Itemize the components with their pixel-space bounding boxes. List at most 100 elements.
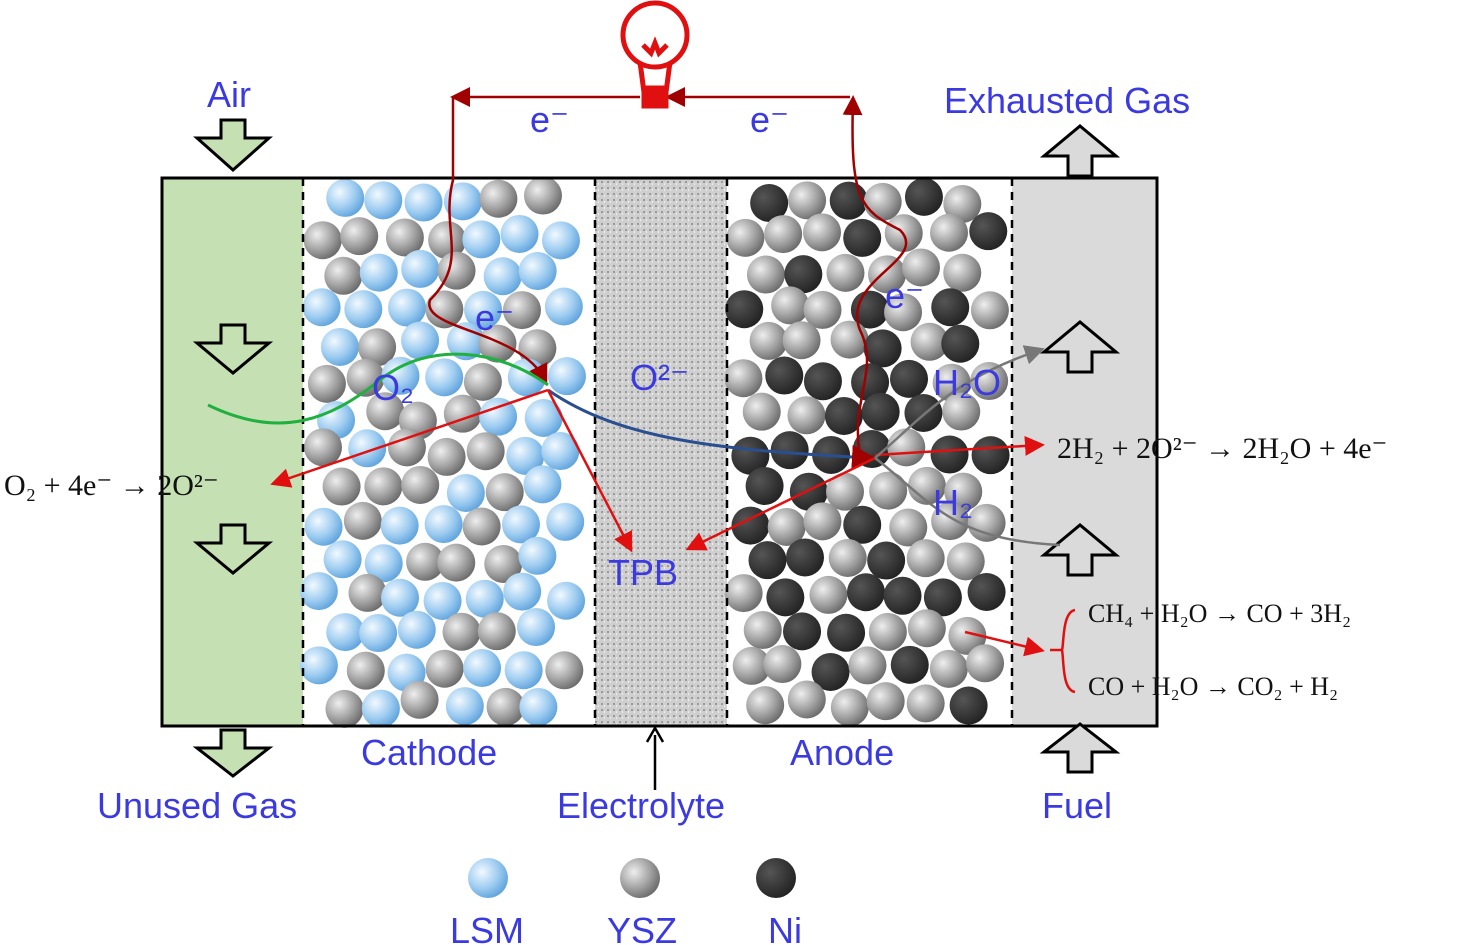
ni-particle xyxy=(827,613,866,652)
ysz-particle xyxy=(366,392,405,431)
flow-arrows xyxy=(192,118,1121,778)
electron-label-left: e⁻ xyxy=(530,99,569,140)
air-flow-arrow xyxy=(192,323,274,375)
external-circuit xyxy=(428,87,908,456)
ysz-particle xyxy=(427,437,466,476)
ni-particle xyxy=(785,538,824,577)
ysz-particle xyxy=(869,471,908,510)
ni-particle xyxy=(725,290,764,329)
ysz-particle xyxy=(303,428,342,467)
ni-particle xyxy=(783,612,822,651)
ysz-particle xyxy=(346,651,385,690)
ysz-particle xyxy=(966,644,1005,683)
ysz-particle xyxy=(462,507,501,546)
ysz-particle xyxy=(826,253,865,292)
ysz-particle xyxy=(742,392,781,431)
fuel-label: Fuel xyxy=(1042,785,1112,826)
ysz-particle xyxy=(803,213,842,252)
lsm-particle xyxy=(361,689,400,728)
water-gas-shift-reaction: CO + H₂O → CO₂ + H₂ xyxy=(1088,672,1338,701)
lsm-particle xyxy=(465,579,504,618)
lsm-particle xyxy=(518,252,557,291)
ysz-particle xyxy=(788,181,827,220)
ysz-particle xyxy=(943,184,982,223)
ni-particle xyxy=(890,645,929,684)
lsm-particle xyxy=(359,253,398,292)
ysz-particle xyxy=(943,253,982,292)
lsm-particle xyxy=(299,646,338,685)
ysz-particle xyxy=(828,538,867,577)
ni-particle xyxy=(861,392,900,431)
ysz-particle xyxy=(325,689,364,728)
lsm-particle xyxy=(304,507,343,546)
oxygen-path xyxy=(207,352,549,425)
ni-particle xyxy=(766,578,805,617)
ysz-particle xyxy=(518,329,557,368)
lsm-particle xyxy=(518,536,557,575)
ysz-particle xyxy=(726,218,765,257)
ysz-particle xyxy=(340,217,379,256)
ysz-particle xyxy=(523,176,562,215)
ni-particle xyxy=(811,652,850,691)
lsm-particle xyxy=(323,540,362,579)
ysz-particle xyxy=(929,649,968,688)
ni-particle xyxy=(745,466,784,505)
ysz-particle xyxy=(749,321,788,360)
lsm-particle xyxy=(320,327,359,366)
lsm-particle xyxy=(344,290,383,329)
ni-particle xyxy=(949,686,988,725)
lsm-particle xyxy=(425,358,464,397)
lsm-particle xyxy=(547,357,586,396)
ysz-particle xyxy=(782,321,821,360)
h2o-label: H₂O xyxy=(933,362,1001,403)
ysz-particle xyxy=(825,472,864,511)
ni-particle xyxy=(843,218,882,257)
ysz-particle xyxy=(732,646,771,685)
ni-particle xyxy=(784,255,823,294)
ysz-particle xyxy=(485,473,524,512)
ysz-particle xyxy=(307,364,346,403)
ysz-particle xyxy=(479,179,518,218)
legend-ysz-swatch xyxy=(620,858,660,898)
lsm-particle xyxy=(483,257,522,296)
ysz-particle xyxy=(932,363,971,402)
fuel-flow-arrow xyxy=(1039,320,1121,374)
ysz-particle xyxy=(889,508,928,547)
ysz-particle xyxy=(907,466,946,505)
lsm-particle xyxy=(523,465,562,504)
ysz-particle xyxy=(787,680,826,719)
ysz-particle xyxy=(343,501,382,540)
ysz-particle xyxy=(387,428,426,467)
ysz-particle xyxy=(910,322,949,361)
ysz-particle xyxy=(803,290,842,329)
ysz-particle xyxy=(907,609,946,648)
lsm-particle xyxy=(364,181,403,220)
ysz-particle xyxy=(484,544,523,583)
lsm-particle xyxy=(544,287,583,326)
ysz-particle xyxy=(967,503,1006,542)
ysz-particle xyxy=(763,645,802,684)
anode-reaction: 2H₂ + 2O²⁻ → 2H₂O + 4e⁻ xyxy=(1057,432,1387,465)
ysz-particle xyxy=(502,291,541,330)
electron-label-cathode: e⁻ xyxy=(475,297,514,338)
lsm-particle xyxy=(326,613,365,652)
ni-particle xyxy=(867,541,906,580)
lsm-particle xyxy=(541,221,580,260)
electron-label-anode: e⁻ xyxy=(885,275,924,316)
ysz-particle xyxy=(437,543,476,582)
air-label: Air xyxy=(207,74,251,115)
ysz-particle xyxy=(348,573,387,612)
ysz-particle xyxy=(868,255,907,294)
electron-label-right: e⁻ xyxy=(750,99,789,140)
ysz-particle xyxy=(406,542,445,581)
ysz-particle xyxy=(477,612,516,651)
fuel-flow-arrow xyxy=(1039,523,1121,577)
lsm-particle xyxy=(500,214,539,253)
ni-particle xyxy=(851,363,890,402)
lsm-particle xyxy=(359,614,398,653)
lsm-particle xyxy=(524,399,563,438)
ni-particle xyxy=(846,573,885,612)
cathode-reaction: O₂ + 4e⁻ → 2O²⁻ xyxy=(4,469,219,502)
ysz-particle xyxy=(848,646,887,685)
legend-ysz-label: YSZ xyxy=(607,910,677,945)
